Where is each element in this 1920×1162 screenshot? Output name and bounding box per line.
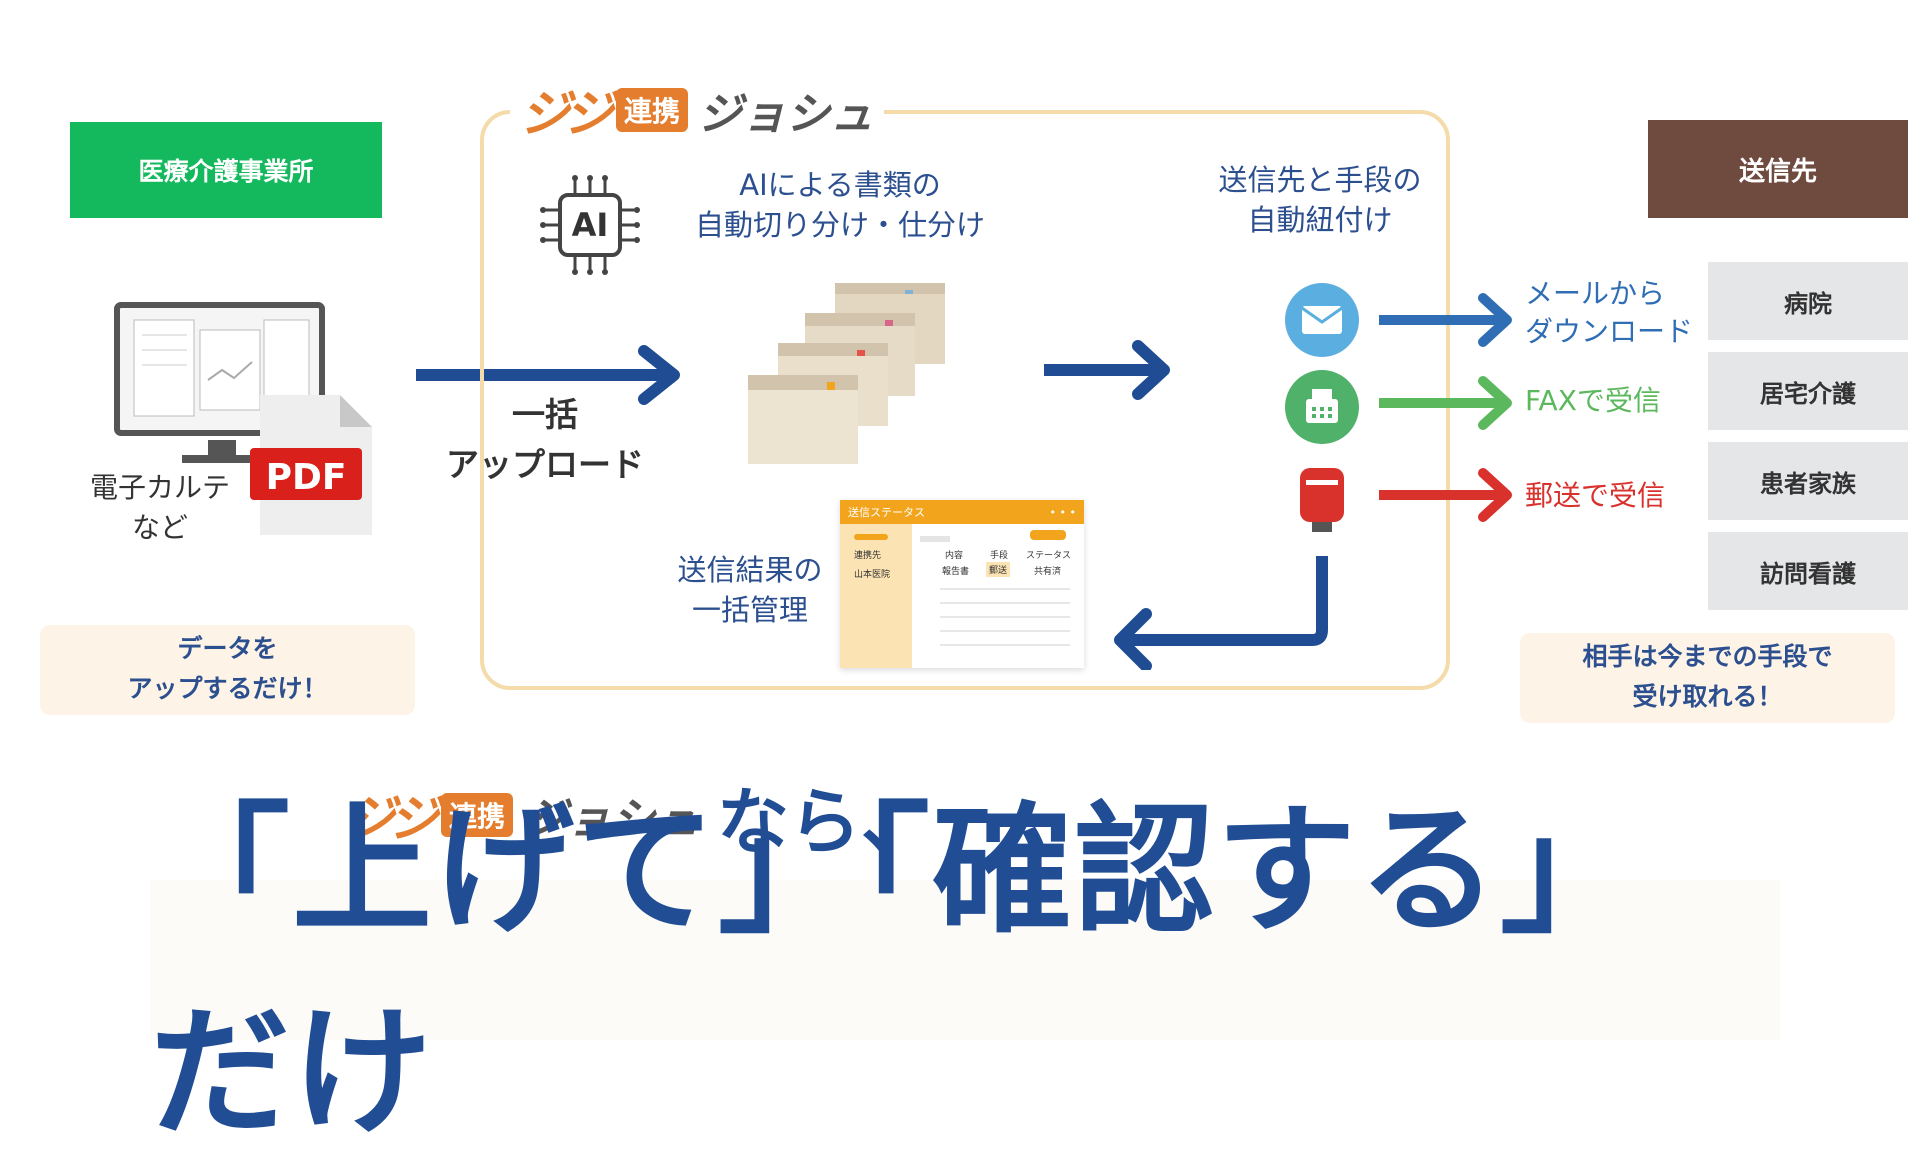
results-line2: 一括管理 bbox=[691, 593, 808, 627]
left-note: データを アップするだけ！ bbox=[40, 625, 415, 715]
tagline-nara: なら、 bbox=[717, 779, 934, 864]
ai-line2: 自動切り分け・仕分け bbox=[694, 208, 985, 242]
tagline-logo: ジジ 連携 ジョシュ なら、 bbox=[345, 775, 934, 864]
autolink-line1: 送信先と手段の bbox=[1218, 163, 1422, 197]
logo-name: ジョシュ bbox=[698, 89, 875, 140]
post-arrow bbox=[1375, 465, 1525, 529]
status-card: 送信ステータス • • • 連携先 山本医院 内容 手段 ステータス 報告書 郵… bbox=[840, 500, 1084, 668]
panel-logo: ジジ 連携 ジョシュ bbox=[510, 75, 885, 145]
left-note-line2: アップするだけ！ bbox=[127, 674, 328, 703]
folders-icon bbox=[745, 280, 955, 474]
dest-home-care: 居宅介護 bbox=[1708, 352, 1908, 430]
office-label: 医療介護事業所 bbox=[70, 122, 382, 218]
logo-mark: ジジ bbox=[520, 85, 614, 143]
status-row-status: 共有済 bbox=[1034, 567, 1062, 577]
return-arrow bbox=[1100, 550, 1340, 674]
mail-method-line1: メールから bbox=[1525, 277, 1666, 310]
tagline-band bbox=[150, 880, 1780, 1040]
dest-patient-family: 患者家族 bbox=[1708, 442, 1908, 520]
ai-chip-icon bbox=[535, 170, 645, 284]
logo-badge: 連携 bbox=[616, 88, 689, 132]
upload-arrow bbox=[412, 345, 692, 409]
status-row-dest: 山本医院 bbox=[854, 570, 891, 580]
autolink-caption: 送信先と手段の 自動紐付け bbox=[1190, 160, 1450, 240]
fax-icon bbox=[1285, 370, 1359, 444]
pdf-label: PDF bbox=[265, 456, 347, 498]
ai-line1: AIによる書類の bbox=[739, 168, 941, 202]
tagline-logo-mark: ジジ bbox=[345, 790, 439, 848]
tagline-phrase: 「上げて」「確認する」だけ bbox=[150, 790, 1643, 1155]
ai-caption: AIによる書類の 自動切り分け・仕分け bbox=[660, 165, 1020, 245]
post-method: 郵送で受信 bbox=[1525, 479, 1666, 512]
upload-caption: 一括 アップロード bbox=[410, 390, 680, 490]
status-card-menu: • • • bbox=[1049, 505, 1076, 519]
status-card-sidebar: 連携先 山本医院 bbox=[840, 524, 912, 668]
dest-hospital: 病院 bbox=[1708, 262, 1908, 340]
pdf-file-icon bbox=[250, 390, 380, 544]
ehr-line1: 電子カルテ bbox=[89, 471, 230, 504]
status-col-content: 内容 bbox=[945, 551, 964, 561]
status-card-header: 送信ステータス • • • bbox=[840, 500, 1084, 524]
status-col-dest: 連携先 bbox=[854, 551, 882, 561]
fax-method: FAXで受信 bbox=[1525, 384, 1661, 417]
postbox-icon bbox=[1296, 462, 1348, 538]
status-col-status: ステータス bbox=[1026, 551, 1072, 561]
mail-method: メールから ダウンロード bbox=[1525, 275, 1693, 351]
status-row-content: 報告書 bbox=[942, 567, 970, 577]
mail-arrow bbox=[1375, 290, 1525, 354]
status-col-method: 手段 bbox=[990, 551, 1009, 561]
fax-arrow bbox=[1375, 373, 1525, 437]
results-line1: 送信結果の bbox=[677, 553, 823, 587]
status-card-title: 送信ステータス bbox=[848, 506, 925, 519]
status-card-rows bbox=[940, 588, 1070, 646]
results-caption: 送信結果の 一括管理 bbox=[665, 550, 835, 630]
tagline-logo-name: ジョシュ bbox=[523, 794, 700, 845]
right-note-line1: 相手は今までの手段で bbox=[1582, 642, 1833, 671]
ai-chip-label: AI bbox=[571, 206, 609, 244]
dest-visiting-nursing: 訪問看護 bbox=[1708, 532, 1908, 610]
upload-line2: アップロード bbox=[446, 445, 644, 484]
left-note-line1: データを bbox=[177, 634, 278, 663]
autolink-line2: 自動紐付け bbox=[1247, 203, 1393, 237]
destination-header: 送信先 bbox=[1648, 120, 1908, 218]
right-note-line2: 受け取れる！ bbox=[1632, 682, 1783, 711]
mail-method-line2: ダウンロード bbox=[1525, 315, 1694, 348]
status-row-method: 郵送 bbox=[986, 562, 1011, 577]
upload-line1: 一括 bbox=[512, 395, 578, 434]
mail-icon bbox=[1285, 283, 1359, 357]
tagline-logo-badge: 連携 bbox=[441, 793, 514, 837]
right-note: 相手は今までの手段で 受け取れる！ bbox=[1520, 633, 1895, 723]
ehr-line2: など bbox=[131, 511, 188, 544]
ehr-caption: 電子カルテ など bbox=[80, 468, 240, 548]
sort-arrow bbox=[1040, 340, 1180, 404]
